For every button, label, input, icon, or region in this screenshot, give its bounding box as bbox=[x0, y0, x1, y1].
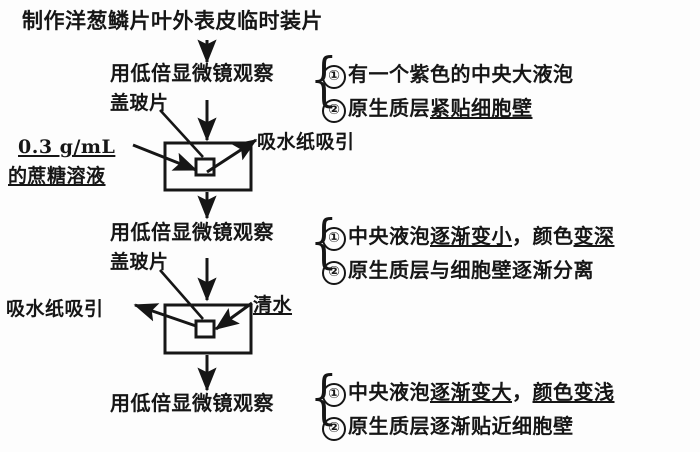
slide-1-specimen bbox=[194, 157, 216, 177]
observation-text: 原生质层 bbox=[348, 96, 430, 120]
coverslip-label-1: 盖玻片 bbox=[110, 92, 169, 114]
slide-2-outline bbox=[163, 303, 253, 355]
absorbent-paper-label-1: 吸水纸吸引 bbox=[257, 131, 355, 153]
observation-text-mid: ， bbox=[512, 380, 533, 404]
step-label-observe-2: 用低倍显微镜观察 bbox=[110, 220, 274, 244]
slide-1-outline bbox=[163, 141, 253, 192]
sucrose-inflow-arrow bbox=[132, 143, 198, 172]
observation-text: 中央液泡 bbox=[348, 224, 430, 248]
list-marker-1: ① bbox=[322, 383, 346, 407]
coverslip-pointer-2 bbox=[159, 269, 204, 320]
page-title: 制作洋葱鳞片叶外表皮临时装片 bbox=[22, 9, 323, 33]
observation-text-underlined: 紧贴细胞壁 bbox=[430, 96, 533, 120]
reagent-sucrose-concentration: 0.3 g/mL bbox=[18, 136, 116, 158]
list-marker-2: ② bbox=[322, 99, 346, 123]
observation-text-underlined-2: 颜色变浅 bbox=[532, 380, 615, 404]
slide-2-specimen bbox=[194, 319, 216, 339]
list-marker-1: ① bbox=[322, 65, 346, 89]
reagent-sucrose-name: 的蔗糖溶液 bbox=[8, 165, 106, 187]
observation-text-mid: ，颜色 bbox=[512, 224, 574, 248]
water-inflow-arrow bbox=[214, 301, 253, 331]
absorb-outflow-arrow-2 bbox=[133, 303, 197, 328]
observation-text: 有一个紫色的中央大液泡 bbox=[348, 62, 574, 86]
coverslip-pointer-1 bbox=[159, 109, 204, 158]
observation-text-underlined: 逐渐变小 bbox=[430, 224, 512, 248]
list-marker-2: ② bbox=[322, 261, 346, 285]
list-marker-1: ① bbox=[322, 227, 346, 251]
step-label-observe-1: 用低倍显微镜观察 bbox=[110, 61, 274, 85]
step-label-observe-3: 用低倍显微镜观察 bbox=[110, 391, 274, 415]
observation-text: 中央液泡 bbox=[348, 380, 430, 404]
observation-text-underlined-2: 变深 bbox=[573, 224, 615, 248]
observation-text-underlined: 逐渐变大 bbox=[430, 380, 512, 404]
observation-text: 原生质层逐渐贴近细胞壁 bbox=[348, 414, 574, 438]
absorb-outflow-arrow-1 bbox=[206, 138, 258, 174]
coverslip-label-2: 盖玻片 bbox=[110, 251, 169, 273]
reagent-water-label: 清水 bbox=[253, 294, 293, 316]
list-marker-2: ② bbox=[322, 417, 346, 441]
observation-text: 原生质层与细胞壁逐渐分离 bbox=[348, 258, 594, 282]
absorbent-paper-label-2: 吸水纸吸引 bbox=[6, 298, 104, 320]
